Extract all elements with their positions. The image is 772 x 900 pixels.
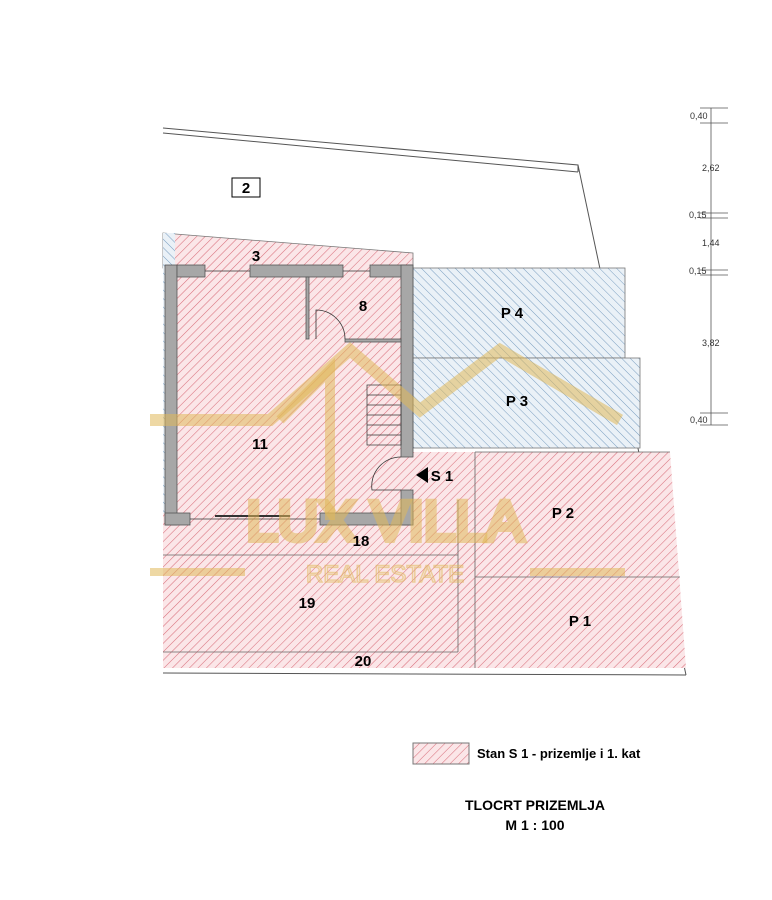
watermark: LUX VILLA REAL ESTATE [150,342,625,589]
dim-label: 0,40 [690,415,708,425]
zone-p4 [412,267,626,359]
zone-3 [162,232,414,269]
room-label-20: 20 [355,653,372,670]
svg-text:REAL ESTATE: REAL ESTATE [306,561,464,588]
legend-label: Stan S 1 - prizemlje i 1. kat [477,746,641,761]
entrance-label-s1: S 1 [431,468,454,485]
room-label-2: 2 [242,180,250,197]
zone-lower [163,452,686,668]
dim-label: 1,44 [702,238,720,248]
entrance-arrow-icon [416,467,428,483]
room-label-19: 19 [299,595,316,612]
dim-label: 0,15 [689,266,707,276]
windows-doors [190,270,402,520]
drawing-scale: M 1 : 100 [505,817,564,833]
room-label-p2: P 2 [552,505,574,522]
dim-label: 0,40 [690,111,708,121]
building-walls [164,264,414,526]
svg-text:LUX VILLA: LUX VILLA [246,489,524,552]
room-2-box [231,177,261,198]
dim-label: 0,15 [689,210,707,220]
room-label-p1: P 1 [569,613,591,630]
zone-lines [163,451,680,668]
dimension-chain [700,107,728,426]
room-label-18: 18 [353,533,370,550]
room-label-3: 3 [252,248,260,265]
dim-label: 3,82 [702,338,720,348]
legend-swatch [412,742,470,765]
room-label-11: 11 [252,436,268,453]
room-label-p3: P 3 [506,393,528,410]
room-label-p4: P 4 [501,305,524,322]
dim-label: 2,62 [702,163,720,173]
drawing-title: TLOCRT PRIZEMLJA [465,797,605,813]
room-label-8: 8 [359,298,367,315]
